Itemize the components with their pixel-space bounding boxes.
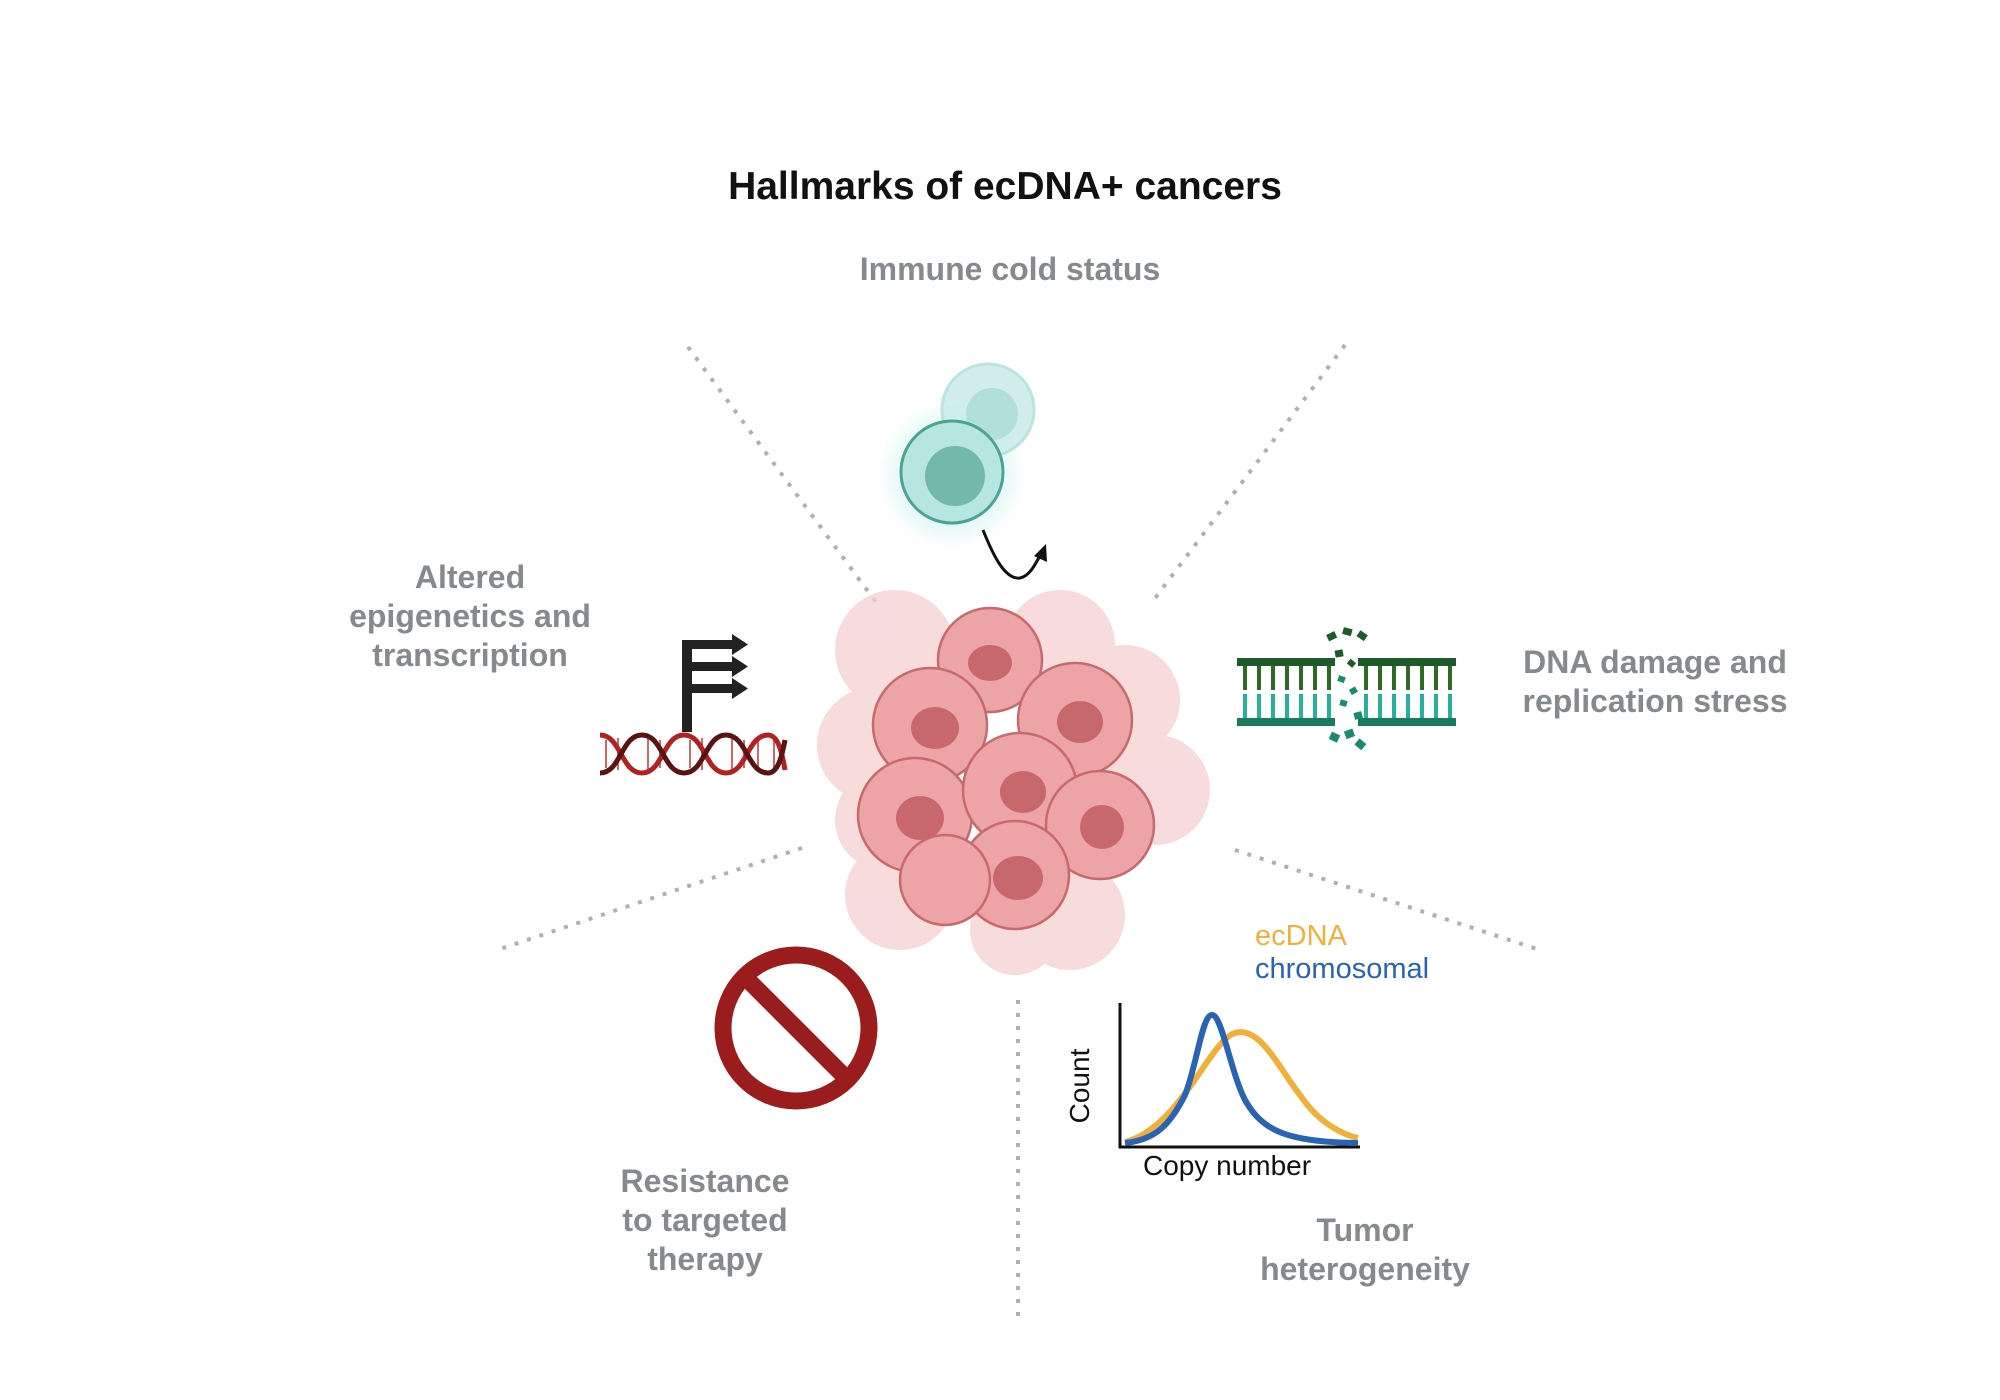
tumor-cluster-icon (817, 590, 1210, 975)
divider-line-left (496, 846, 803, 952)
plot-xlabel: Copy number (1143, 1150, 1312, 1181)
divider-line-right (1234, 848, 1541, 952)
dna-damage-icon (1237, 627, 1456, 751)
hallmark-epigenetics-line-3: transcription (372, 637, 568, 673)
hallmark-heterogeneity-line-1: Tumor (1316, 1212, 1414, 1248)
immune-cells-icon (877, 362, 1047, 580)
transcription-dna-icon (599, 634, 788, 776)
hallmark-resistance-line-1: Resistance (620, 1163, 790, 1199)
hallmark-resistance-line-2: to targeted (622, 1202, 788, 1238)
divider-lines (496, 343, 1541, 1320)
legend-chromosomal: chromosomal (1255, 953, 1430, 985)
prohibited-sign-icon (714, 946, 878, 1110)
hallmark-dna-damage-line-2: replication stress (1522, 683, 1788, 719)
hallmark-resistance-line-3: therapy (647, 1241, 763, 1277)
hallmark-heterogeneity: Tumor heterogeneity (1225, 1211, 1505, 1289)
divider-line-top-right (1148, 343, 1347, 607)
copy-number-plot (1118, 1003, 1360, 1149)
hallmark-heterogeneity-line-2: heterogeneity (1260, 1251, 1470, 1287)
hallmark-epigenetics-line-1: Altered (414, 559, 526, 595)
plot-axes (1118, 1003, 1360, 1149)
divider-line-top-left (686, 345, 880, 607)
hallmark-resistance: Resistance to targeted therapy (560, 1162, 850, 1279)
hallmark-epigenetics: Altered epigenetics and transcription (320, 558, 620, 675)
hallmark-dna-damage-line-1: DNA damage and (1523, 644, 1787, 680)
hallmark-immune-cold-label: Immune cold status (859, 251, 1161, 287)
plot-ylabel: Count (1064, 1048, 1095, 1124)
page-title: Hallmarks of ecDNA+ cancers (728, 165, 1282, 208)
hallmark-immune-cold: Immune cold status (850, 250, 1170, 289)
hallmark-epigenetics-line-2: epigenetics and (349, 598, 591, 634)
plot-legend: ecDNA chromosomal (1255, 920, 1429, 986)
chromosomal-curve (1124, 1011, 1359, 1146)
legend-ecdna: ecDNA (1255, 920, 1347, 952)
hallmark-dna-damage: DNA damage and replication stress (1495, 643, 1815, 721)
